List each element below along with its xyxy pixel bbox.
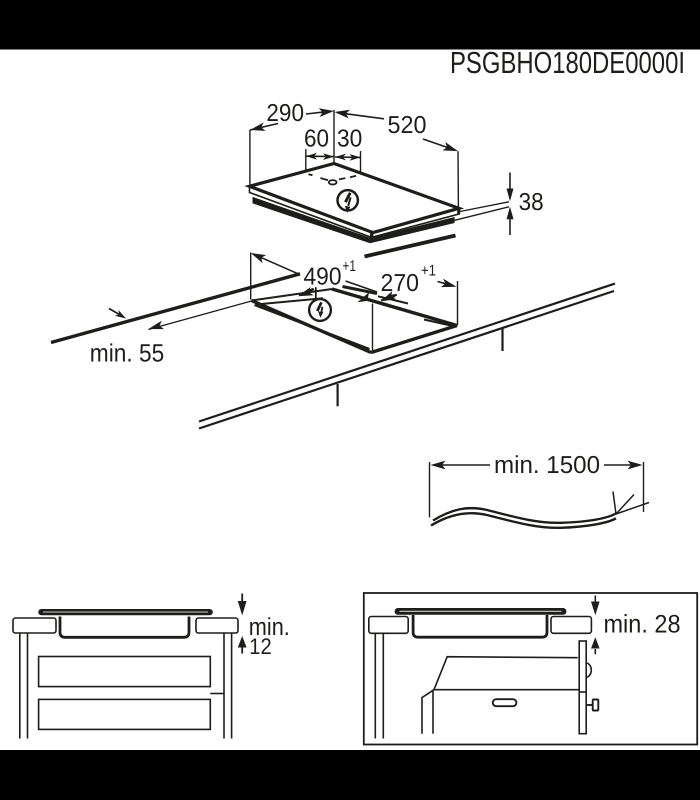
svg-text:min.: min.	[249, 614, 290, 641]
svg-text:60: 60	[304, 126, 329, 153]
svg-text:30: 30	[337, 126, 362, 153]
svg-text:490: 490	[304, 264, 342, 291]
svg-text:PSGBHO180DE0000I: PSGBHO180DE0000I	[450, 46, 685, 80]
svg-text:520: 520	[388, 112, 427, 139]
svg-text:min. 28: min. 28	[604, 611, 681, 639]
svg-text:min. 1500: min. 1500	[494, 452, 600, 479]
svg-text:38: 38	[519, 189, 544, 216]
svg-text:+1: +1	[421, 263, 436, 280]
svg-text:290: 290	[266, 100, 304, 127]
svg-text:270: 270	[381, 270, 420, 297]
svg-text:min. 55: min. 55	[90, 340, 165, 368]
svg-text:12: 12	[249, 634, 271, 659]
svg-text:+1: +1	[343, 258, 357, 275]
